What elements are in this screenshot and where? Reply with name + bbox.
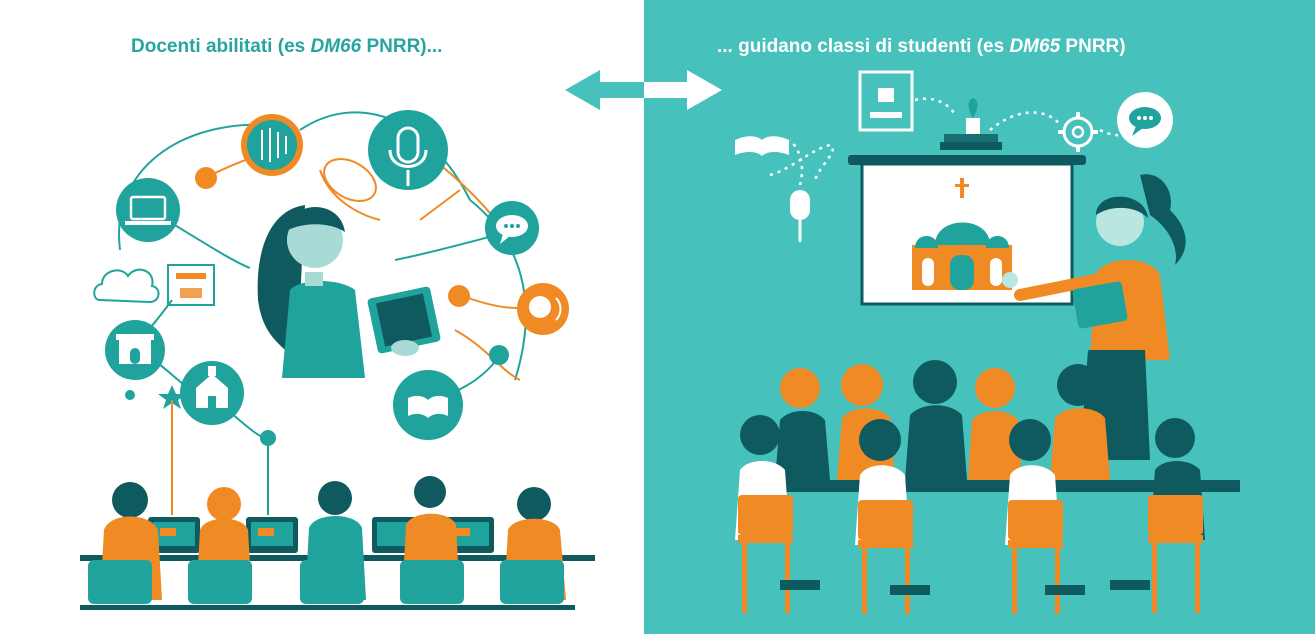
printer-3d-icon — [167, 264, 215, 306]
cloud-icon — [93, 268, 160, 304]
teacher-figure — [257, 205, 441, 378]
microphone-icon — [790, 190, 810, 242]
network-lines-orange — [204, 144, 541, 381]
node-dot — [448, 285, 470, 307]
node-dot — [125, 390, 135, 400]
arch-icon — [105, 320, 165, 380]
computer-monitor — [148, 517, 200, 553]
voice-icon — [517, 283, 569, 335]
node-dot — [260, 430, 276, 446]
star-icon — [158, 385, 186, 409]
book-icon — [393, 370, 463, 440]
cathedral-icon — [180, 361, 244, 425]
double-arrow-icon — [565, 70, 722, 110]
chat-icon — [485, 201, 539, 255]
circuit-icon — [241, 114, 303, 176]
microphone-icon — [368, 110, 448, 190]
node-dot — [489, 345, 509, 365]
cathedral-icon — [912, 178, 1012, 290]
computer-monitor — [246, 517, 298, 553]
gear-icon — [1058, 112, 1098, 152]
teacher-figure — [1002, 174, 1186, 460]
printer-3d-icon — [858, 70, 914, 132]
book-icon — [735, 136, 789, 156]
students-computers — [80, 400, 595, 610]
chat-icon — [1117, 92, 1173, 148]
plant-icon — [940, 98, 1002, 150]
students-class — [735, 360, 1240, 614]
laptop-icon — [116, 178, 180, 242]
right-title: ... guidano classi di studenti (es DM65 … — [717, 36, 1126, 57]
node-dot — [195, 167, 217, 189]
projector-screen — [848, 155, 1086, 306]
left-title: Docenti abilitati (es DM66 PNRR)... — [131, 36, 443, 57]
